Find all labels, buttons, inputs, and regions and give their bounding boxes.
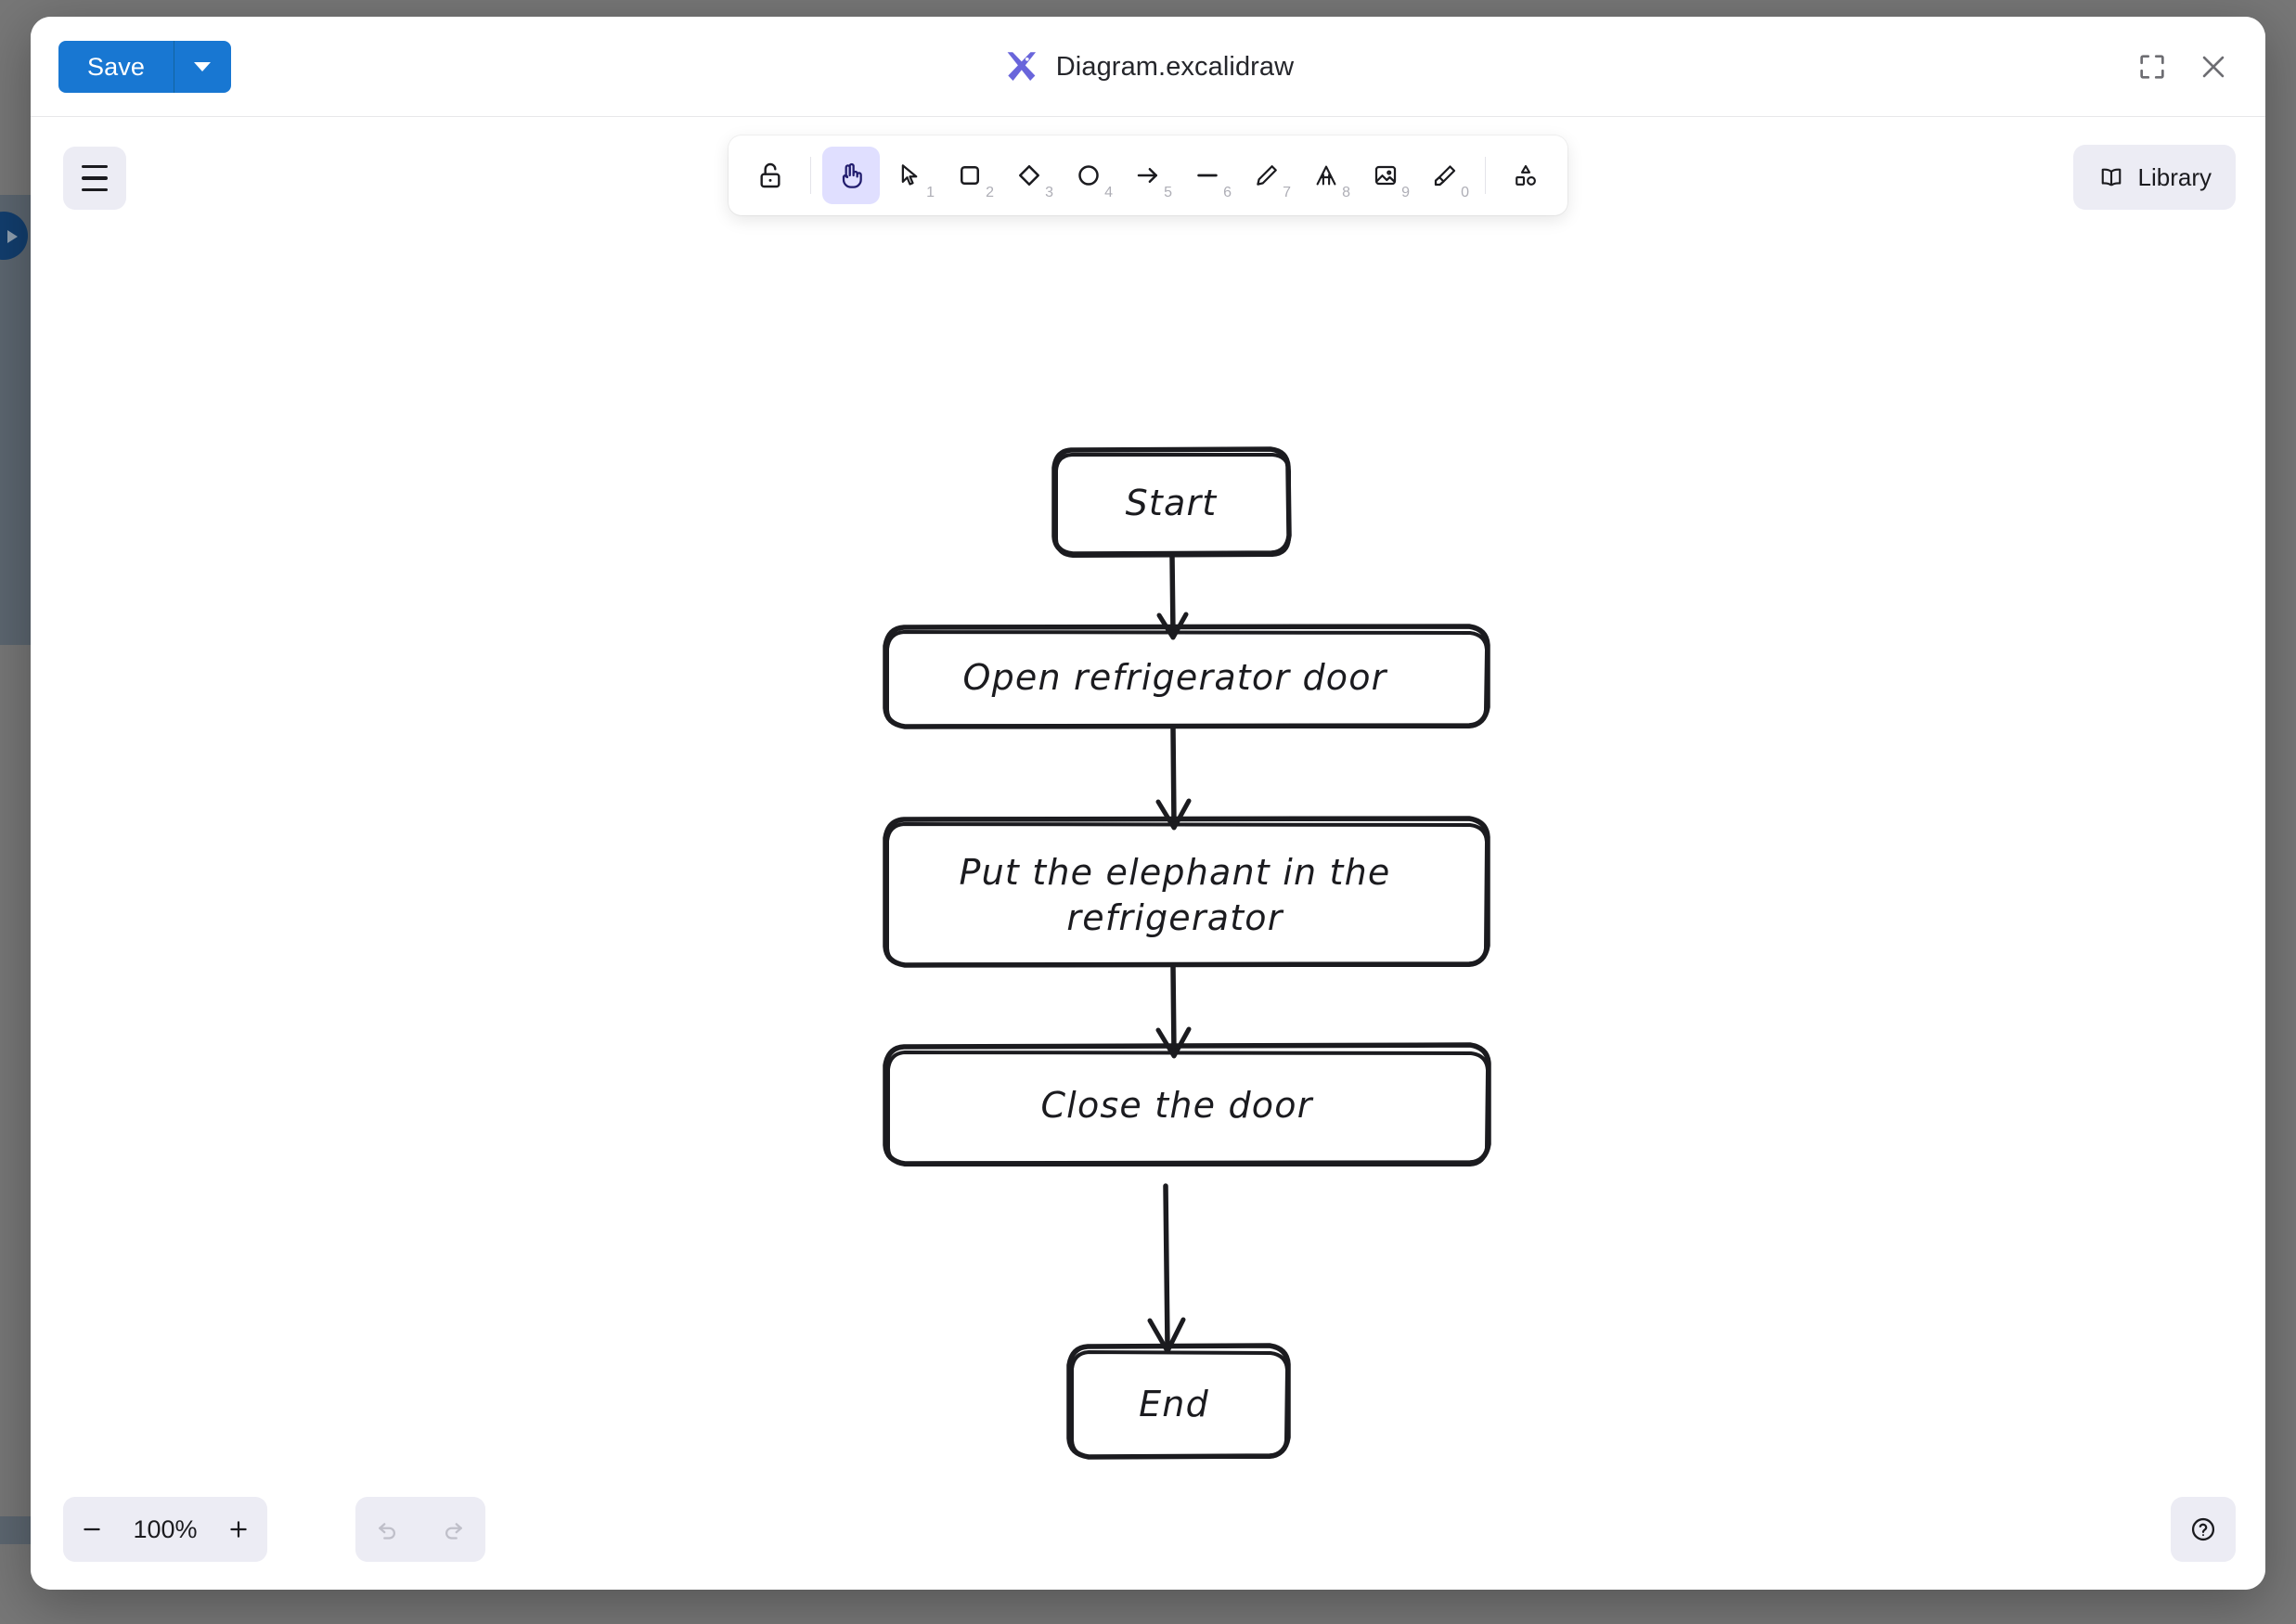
zoom-out-button[interactable] bbox=[63, 1497, 121, 1562]
tool-shortcut: 7 bbox=[1283, 185, 1291, 200]
save-dropdown-button[interactable] bbox=[173, 41, 231, 93]
tool-hand[interactable] bbox=[822, 147, 880, 204]
letter-a-icon bbox=[1316, 165, 1336, 186]
flowchart-edge-3 bbox=[1155, 964, 1192, 1059]
flowchart-node-put-elephant[interactable] bbox=[883, 816, 1490, 968]
window-controls bbox=[2128, 43, 2238, 91]
node-label-end: End bbox=[1139, 1384, 1209, 1424]
arrow-right-icon bbox=[1137, 168, 1157, 183]
tool-shortcut: 0 bbox=[1461, 185, 1469, 200]
question-mark-icon bbox=[2191, 1517, 2215, 1541]
hamburger-menu-icon-bar2 bbox=[82, 176, 108, 180]
play-icon bbox=[7, 230, 18, 243]
toolbar-divider-2 bbox=[1485, 157, 1486, 194]
node-label-put-elephant-line2: refrigerator bbox=[1066, 897, 1283, 938]
tool-shortcut: 3 bbox=[1045, 185, 1053, 200]
diamond-icon bbox=[1019, 165, 1039, 186]
node-label-close-the-door: Close the door bbox=[1040, 1085, 1313, 1126]
tool-shortcut: 5 bbox=[1164, 185, 1172, 200]
tool-diamond[interactable]: 3 bbox=[1000, 147, 1058, 204]
redo-button[interactable] bbox=[420, 1497, 485, 1562]
tool-shapes[interactable] bbox=[1497, 147, 1554, 204]
background-app-sliver bbox=[0, 195, 35, 645]
padlock-open-icon bbox=[760, 162, 780, 188]
page-title: Diagram.excalidraw bbox=[1055, 51, 1295, 82]
tool-eraser[interactable]: 0 bbox=[1416, 147, 1474, 204]
flowchart-edge-1 bbox=[1156, 554, 1189, 640]
flowchart-node-end[interactable] bbox=[1066, 1343, 1291, 1460]
background-app-sliver-lower bbox=[0, 1516, 35, 1544]
minus-line-icon bbox=[1197, 174, 1218, 177]
tool-draw[interactable]: 7 bbox=[1238, 147, 1296, 204]
toolbar-divider bbox=[810, 157, 811, 194]
hamburger-menu-icon bbox=[82, 164, 108, 169]
library-button-label: Library bbox=[2137, 162, 2212, 191]
tool-shortcut: 2 bbox=[986, 185, 994, 200]
flowchart-node-close-the-door[interactable] bbox=[883, 1042, 1491, 1166]
picture-icon bbox=[1374, 165, 1397, 186]
hamburger-menu-button[interactable] bbox=[63, 147, 126, 210]
tool-arrow[interactable]: 5 bbox=[1119, 147, 1177, 204]
book-icon bbox=[2101, 168, 2121, 187]
modal-titlebar: Save Diagram.excalidraw bbox=[31, 17, 2265, 117]
node-label-open-refrigerator-door: Open refrigerator door bbox=[962, 657, 1387, 698]
undo-button[interactable] bbox=[355, 1497, 420, 1562]
tool-shortcut: 4 bbox=[1104, 185, 1113, 200]
fullscreen-button[interactable] bbox=[2128, 43, 2176, 91]
zoom-controls: 100% bbox=[63, 1497, 267, 1562]
excalidraw-logo bbox=[1007, 52, 1036, 82]
circle-icon bbox=[1078, 165, 1099, 186]
undo-arrow-icon bbox=[379, 1523, 395, 1540]
excalidraw-modal: Save Diagram.excalidraw bbox=[31, 17, 2265, 1590]
save-split-button[interactable]: Save bbox=[58, 41, 231, 93]
flowchart-edge-2 bbox=[1155, 726, 1192, 831]
plus-icon bbox=[230, 1521, 247, 1538]
close-icon bbox=[2202, 56, 2225, 78]
tool-shortcut: 6 bbox=[1223, 185, 1232, 200]
help-button[interactable] bbox=[2171, 1497, 2236, 1562]
library-button[interactable]: Library bbox=[2072, 145, 2236, 210]
tool-shortcut: 8 bbox=[1342, 185, 1350, 200]
drawing-canvas[interactable]: Start Open refrigerator door Put the ele… bbox=[31, 117, 2265, 1590]
node-label-start: Start bbox=[1126, 483, 1219, 523]
flowchart-node-open-refrigerator-door[interactable] bbox=[883, 624, 1490, 729]
tool-lock[interactable] bbox=[742, 147, 799, 204]
tool-island: 1 2 3 4 bbox=[729, 135, 1567, 215]
tool-image[interactable]: 9 bbox=[1357, 147, 1414, 204]
pencil-icon bbox=[1257, 165, 1277, 186]
zoom-level-value[interactable]: 100% bbox=[133, 1515, 198, 1543]
tool-shortcut: 1 bbox=[926, 185, 935, 200]
flowchart-diagram[interactable]: Start Open refrigerator door Put the ele… bbox=[31, 117, 2265, 1590]
redo-arrow-icon bbox=[445, 1523, 462, 1540]
document-title-group: Diagram.excalidraw bbox=[31, 17, 2265, 117]
tool-line[interactable]: 6 bbox=[1179, 147, 1236, 204]
close-button[interactable] bbox=[2189, 43, 2238, 91]
tool-selection[interactable]: 1 bbox=[882, 147, 939, 204]
eraser-icon bbox=[1434, 165, 1456, 187]
chevron-down-icon bbox=[194, 62, 212, 71]
cursor-arrow-icon bbox=[901, 164, 918, 186]
shapes-icon bbox=[1516, 164, 1536, 186]
tool-rectangle[interactable]: 2 bbox=[941, 147, 999, 204]
hand-icon bbox=[842, 162, 862, 188]
hamburger-menu-icon-bar3 bbox=[82, 187, 108, 192]
flowchart-edge-4 bbox=[1147, 1183, 1186, 1354]
tool-shortcut: 9 bbox=[1401, 185, 1410, 200]
zoom-in-button[interactable] bbox=[210, 1497, 267, 1562]
square-icon bbox=[961, 166, 979, 185]
fullscreen-icon bbox=[2140, 55, 2164, 79]
save-button[interactable]: Save bbox=[58, 41, 174, 93]
minus-icon bbox=[84, 1527, 100, 1531]
tool-text[interactable]: 8 bbox=[1297, 147, 1355, 204]
history-controls bbox=[355, 1497, 485, 1562]
tool-ellipse[interactable]: 4 bbox=[1060, 147, 1117, 204]
flowchart-node-start[interactable] bbox=[1051, 446, 1292, 558]
node-label-put-elephant-line1: Put the elephant in the bbox=[960, 852, 1391, 893]
